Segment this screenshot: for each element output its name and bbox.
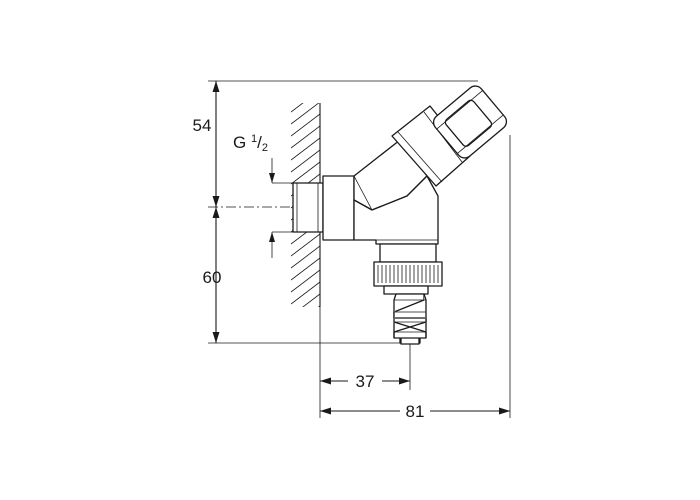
hatch-line <box>291 233 320 257</box>
dimension-37-line: 37 <box>320 372 410 391</box>
thread-slash: / <box>257 133 262 152</box>
knurled-nut <box>373 261 443 287</box>
hatch-line <box>291 269 320 293</box>
thread-numerator: 1 <box>251 133 257 145</box>
hatch-line <box>291 318 320 340</box>
handle-cap <box>432 85 508 159</box>
dimension-54: 54 <box>193 116 212 135</box>
hatch-line <box>318 305 320 307</box>
hatch-line <box>291 103 320 125</box>
thread-callout: G 1/2 <box>233 133 293 258</box>
dimension-37: 37 <box>356 372 375 391</box>
valve-body <box>292 85 508 345</box>
hatch-line <box>291 113 320 137</box>
dimension-60: 60 <box>203 268 222 287</box>
extension-lines <box>208 80 511 418</box>
dimension-81-line: 81 <box>320 402 510 421</box>
hatch-line <box>291 245 320 269</box>
hatch-line <box>291 281 320 305</box>
hatch-line <box>291 103 304 113</box>
hatch-line <box>291 330 320 352</box>
hatch-line <box>302 293 320 307</box>
hatch-line <box>291 149 320 173</box>
vertical-dimension: 54 60 <box>193 81 222 343</box>
hatch-line <box>291 257 320 281</box>
thread-prefix: G <box>233 133 251 152</box>
thread-label: G 1/2 <box>233 133 268 154</box>
thread-denominator: 2 <box>262 142 268 154</box>
hatch-line <box>291 125 320 149</box>
hose-barb <box>393 293 427 345</box>
hatch-line <box>291 161 320 185</box>
hatch-line <box>291 137 320 161</box>
dimension-81: 81 <box>406 402 425 421</box>
